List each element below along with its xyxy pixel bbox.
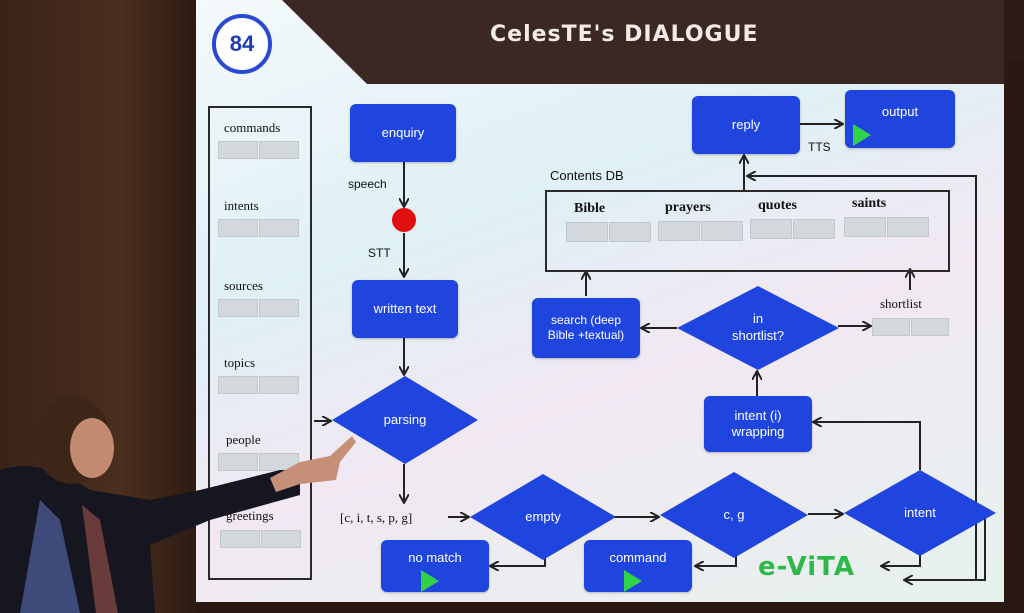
sidebar-label-intents: intents (224, 198, 259, 213)
sidebar-label-commands: commands (224, 120, 281, 135)
no-match-node: no match (381, 540, 489, 592)
entity-sidebar (208, 106, 312, 580)
db-slot (658, 221, 700, 241)
db-slot (566, 222, 608, 242)
sidebar-label-topics: topics (224, 355, 256, 370)
sidebar-slot (218, 299, 258, 317)
in-shortlist-decision: in shortlist? (677, 286, 839, 370)
title-band (282, 0, 1004, 84)
empty-label: empty (525, 508, 561, 524)
intent-decision: intent (844, 470, 996, 556)
speech-dot (392, 208, 416, 232)
play-icon (853, 124, 871, 146)
speech-label: speech (348, 177, 387, 191)
in-shortlist-label: in shortlist? (731, 311, 785, 343)
play-icon (421, 570, 439, 592)
shortlist-slot (872, 318, 910, 336)
stt-label: STT (368, 246, 391, 260)
db-slot (887, 217, 929, 237)
sidebar-label-people: people (226, 432, 261, 447)
sidebar-slot (261, 530, 301, 548)
command-node: command (584, 540, 692, 592)
sidebar-slot (218, 453, 258, 471)
shortlist-slot (911, 318, 949, 336)
page-number-badge: 84 (212, 14, 272, 74)
parsing-label: parsing (383, 411, 427, 427)
sidebar-slot (220, 530, 260, 548)
e-vita-logo: e-ViTA (758, 552, 855, 582)
sidebar-slot (218, 141, 258, 159)
cg-label: c, g (723, 506, 745, 522)
intent-label: intent (904, 504, 936, 520)
sidebar-label-sources: sources (224, 278, 263, 293)
search-node: search (deep Bible +textual) (532, 298, 640, 358)
no-match-label: no match (408, 550, 462, 565)
output-node: output (845, 90, 955, 148)
command-label: command (609, 550, 667, 565)
db-column-quotes: quotes (758, 198, 797, 213)
written-text-node: written text (352, 280, 458, 338)
slide-title: CelesTE's DIALOGUE (490, 22, 759, 47)
db-column-bible: Bible (574, 201, 606, 216)
sidebar-slot (259, 141, 299, 159)
sidebar-slot (259, 376, 299, 394)
db-slot (701, 221, 743, 241)
db-slot (750, 219, 792, 239)
db-slot (844, 217, 886, 237)
sidebar-slot (259, 219, 299, 237)
play-icon (624, 570, 642, 592)
empty-decision: empty (470, 474, 616, 560)
enquiry-node: enquiry (350, 104, 456, 162)
parsing-decision: parsing (332, 376, 478, 464)
cg-decision: c, g (660, 472, 808, 558)
sidebar-slot (218, 219, 258, 237)
reply-node: reply (692, 96, 800, 154)
db-column-saints: saints (852, 196, 887, 211)
shortlist-label: shortlist (880, 296, 922, 311)
sidebar-slot (259, 299, 299, 317)
db-slot (609, 222, 651, 242)
output-label: output (881, 104, 919, 119)
sidebar-slot (218, 376, 258, 394)
contents-db-box (545, 190, 950, 272)
intent-wrapping-node: intent (i) wrapping (704, 396, 812, 452)
contents-db-label: Contents DB (550, 168, 624, 183)
room-background-right (1000, 60, 1024, 613)
tts-label: TTS (808, 140, 831, 154)
db-column-prayers: prayers (665, 200, 711, 215)
db-slot (793, 219, 835, 239)
parse-output-label: [c, i, t, s, p, g] (340, 510, 413, 525)
